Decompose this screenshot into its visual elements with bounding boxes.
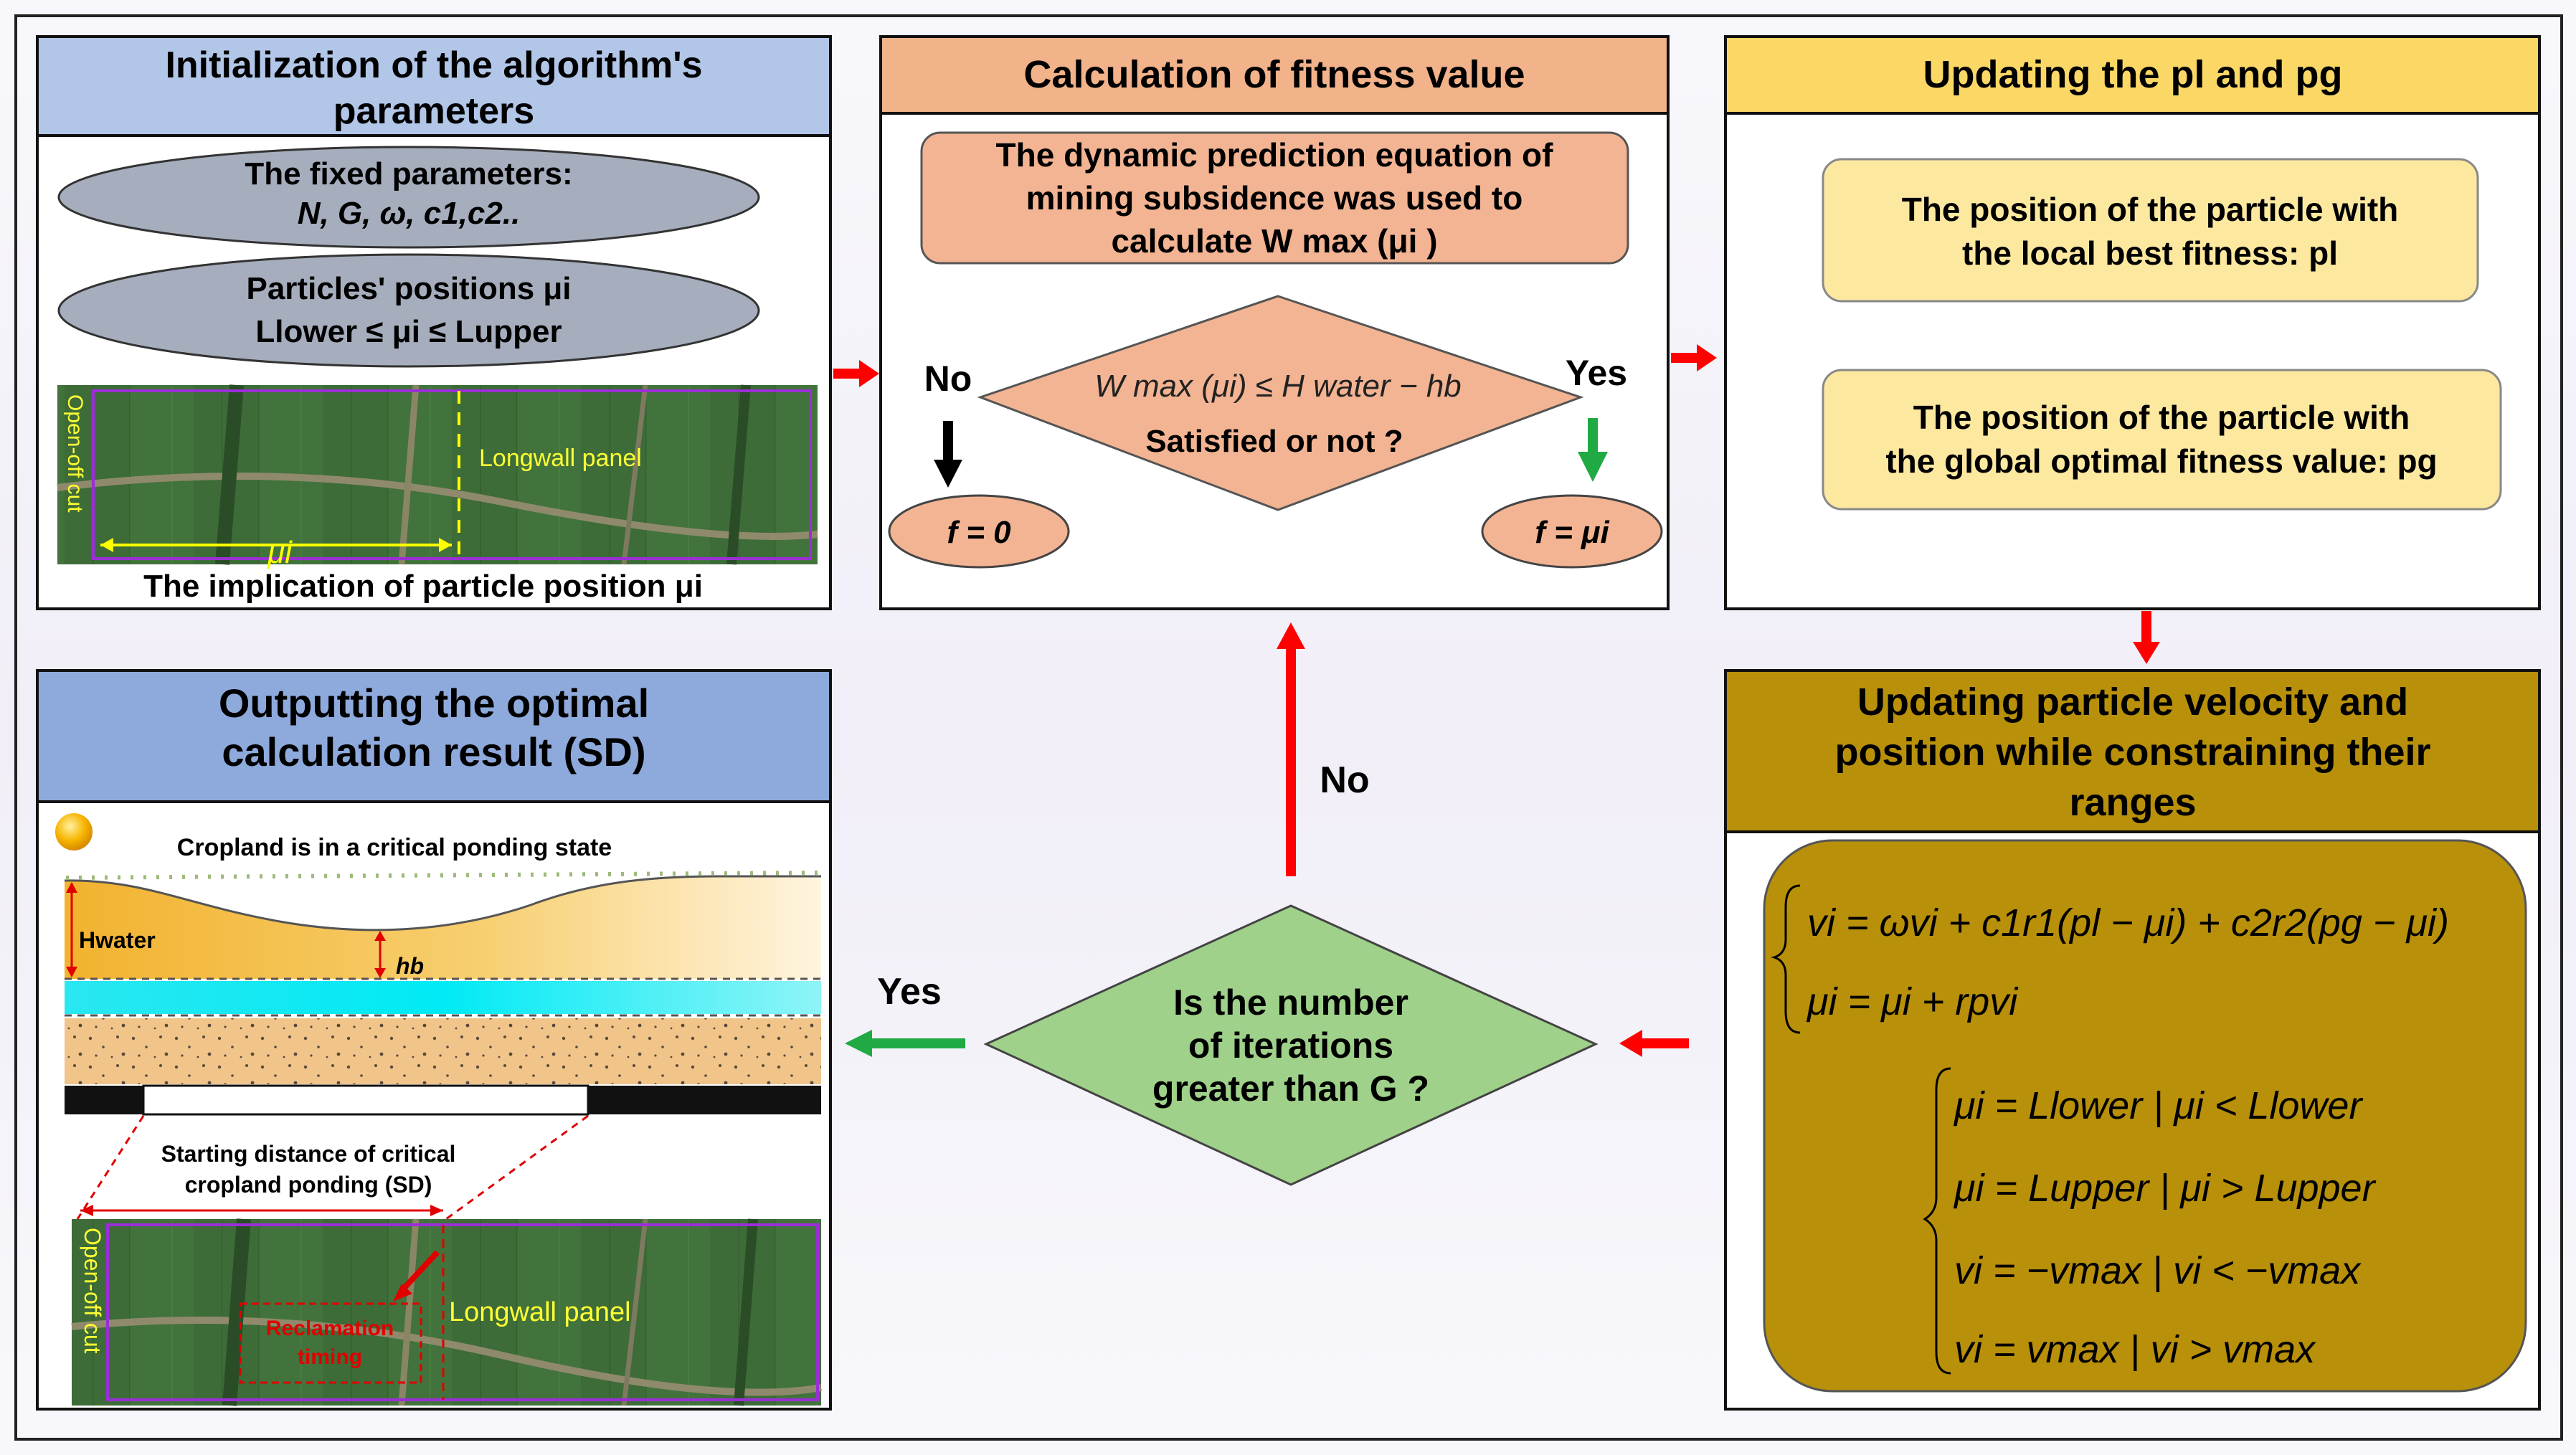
arrow-velocity-to-decision	[1619, 1030, 1689, 1057]
equation-line2: mining subsidence was used to	[1026, 179, 1523, 217]
decision-line3: greater than G ?	[1152, 1068, 1429, 1109]
particle-positions-ellipse	[57, 253, 760, 368]
velocity-box: Updating particle velocity and position …	[1724, 669, 2541, 1411]
fitness-box-title: Calculation of fitness value	[1023, 53, 1525, 96]
decision-yes-label: Yes	[877, 971, 942, 1013]
condition-formula: W max (μi) ≤ H water − hb	[1094, 369, 1462, 404]
reclamation-line1: Reclamation	[266, 1317, 394, 1340]
map-open-off-cut-label: Open-off cut	[63, 394, 87, 513]
goaf	[142, 1084, 589, 1116]
condition-no-label: No	[924, 359, 972, 399]
sd-line2: cropland ponding (SD)	[185, 1172, 432, 1198]
reclamation-line2: timing	[298, 1345, 362, 1369]
equation-position: μi = μi + rpvi	[1806, 980, 2019, 1023]
sun-icon	[55, 813, 93, 850]
init-box-caption: The implication of particle position μi	[143, 569, 703, 604]
constraint-1: μi = Llower | μi < Llower	[1953, 1084, 2363, 1127]
decision-no-label: No	[1320, 759, 1369, 801]
velocity-title-line1: Updating particle velocity and	[1857, 681, 2408, 724]
h-water-label: Hwater	[79, 927, 156, 953]
fitness-box-header	[879, 35, 1670, 115]
init-box-header	[36, 35, 832, 137]
local-best-line2: the local best fitness: pl	[1962, 234, 2338, 272]
sd-map-open-off-cut-label: Open-off cut	[80, 1228, 105, 1354]
velocity-box-header	[1724, 669, 2541, 833]
fixed-params-line2: N, G, ω, c1,c2..	[298, 196, 521, 231]
fitness-box: Calculation of fitness value The dynamic…	[879, 35, 1670, 610]
condition-diamond	[977, 295, 1584, 511]
velocity-title-line2: position while constraining their	[1834, 731, 2430, 774]
particle-position-map: μi Longwall panel Open-off cut	[57, 384, 818, 570]
positions-line1: Particles' positions μi	[246, 271, 571, 306]
coal-seam-right	[588, 1086, 821, 1114]
f-zero-ellipse	[888, 494, 1070, 569]
fixed-params-ellipse	[57, 146, 760, 249]
sd-map: Reclamation timing Longwall panel Open-o…	[71, 1218, 822, 1406]
arrow-decision-to-output	[845, 1030, 965, 1057]
f-mu-ellipse	[1481, 494, 1663, 569]
condition-yes-label: Yes	[1566, 353, 1627, 393]
equation-velocity: vi = ωvi + c1r1(pl − μi) + c2r2(pg − μi)	[1807, 901, 2449, 944]
velocity-title-line3: ranges	[2069, 781, 2196, 824]
cropland-label: Cropland is in a critical ponding state	[177, 834, 612, 861]
output-box: Outputting the optimal calculation resul…	[36, 669, 832, 1411]
global-best-line1: The position of the particle with	[1913, 399, 2410, 436]
init-box-title-line1: Initialization of the algorithm's	[165, 44, 702, 86]
positions-line2: Llower ≤ μi ≤ Lupper	[255, 314, 562, 349]
f-zero-label: f = 0	[947, 515, 1011, 550]
local-best-box	[1822, 158, 2479, 303]
update-box-title: Updating the pl and pg	[1923, 53, 2343, 96]
decision-line1: Is the number	[1173, 982, 1408, 1023]
ponding-cross-section: Cropland is in a critical ponding state …	[55, 813, 822, 1221]
arrow-init-to-fitness	[833, 360, 879, 387]
global-best-line2: the global optimal fitness value: pg	[1885, 442, 2437, 480]
output-box-header	[36, 669, 832, 803]
decision-line2: of iterations	[1188, 1025, 1393, 1066]
f-mu-label: f = μi	[1535, 515, 1609, 550]
local-best-line1: The position of the particle with	[1902, 191, 2399, 228]
arrow-fitness-to-update	[1671, 344, 1717, 371]
coal-seam-left	[65, 1086, 143, 1114]
h-b-label: hb	[396, 953, 424, 979]
condition-question: Satisfied or not ?	[1145, 424, 1403, 459]
init-box-title-line2: parameters	[333, 90, 534, 132]
map-longwall-label: Longwall panel	[479, 445, 642, 472]
equation-line1: The dynamic prediction equation of	[996, 136, 1554, 174]
output-title-line1: Outputting the optimal	[219, 681, 649, 726]
init-box: Initialization of the algorithm's parame…	[36, 35, 832, 610]
iterations-decision: Is the number of iterations greater than…	[877, 759, 1599, 1186]
equation-line3: calculate W max (μi )	[1111, 222, 1437, 260]
constraint-2: μi = Lupper | μi > Lupper	[1953, 1167, 2377, 1210]
overburden-layer	[65, 1018, 821, 1084]
update-box: Updating the pl and pg The position of t…	[1724, 35, 2541, 610]
arrow-down-green	[1578, 418, 1608, 482]
velocity-equations-panel	[1763, 839, 2527, 1393]
decision-diamond	[983, 904, 1599, 1186]
sd-map-longwall-label: Longwall panel	[449, 1297, 631, 1327]
update-box-header	[1724, 35, 2541, 115]
equation-box	[920, 131, 1629, 265]
constraint-4: vi = vmax | vi > vmax	[1954, 1328, 2316, 1371]
sd-line1: Starting distance of critical	[161, 1141, 456, 1167]
arrow-decision-to-fitness	[1277, 622, 1305, 876]
output-title-line2: calculation result (SD)	[222, 729, 645, 774]
map-mu-label: μi	[267, 535, 293, 570]
constraint-3: vi = −vmax | vi < −vmax	[1954, 1249, 2362, 1292]
fixed-params-line1: The fixed parameters:	[245, 156, 572, 191]
aquifer-band	[65, 981, 821, 1014]
global-best-box	[1822, 369, 2502, 511]
arrow-down-black	[934, 421, 962, 488]
arrow-update-to-velocity	[2133, 611, 2160, 664]
